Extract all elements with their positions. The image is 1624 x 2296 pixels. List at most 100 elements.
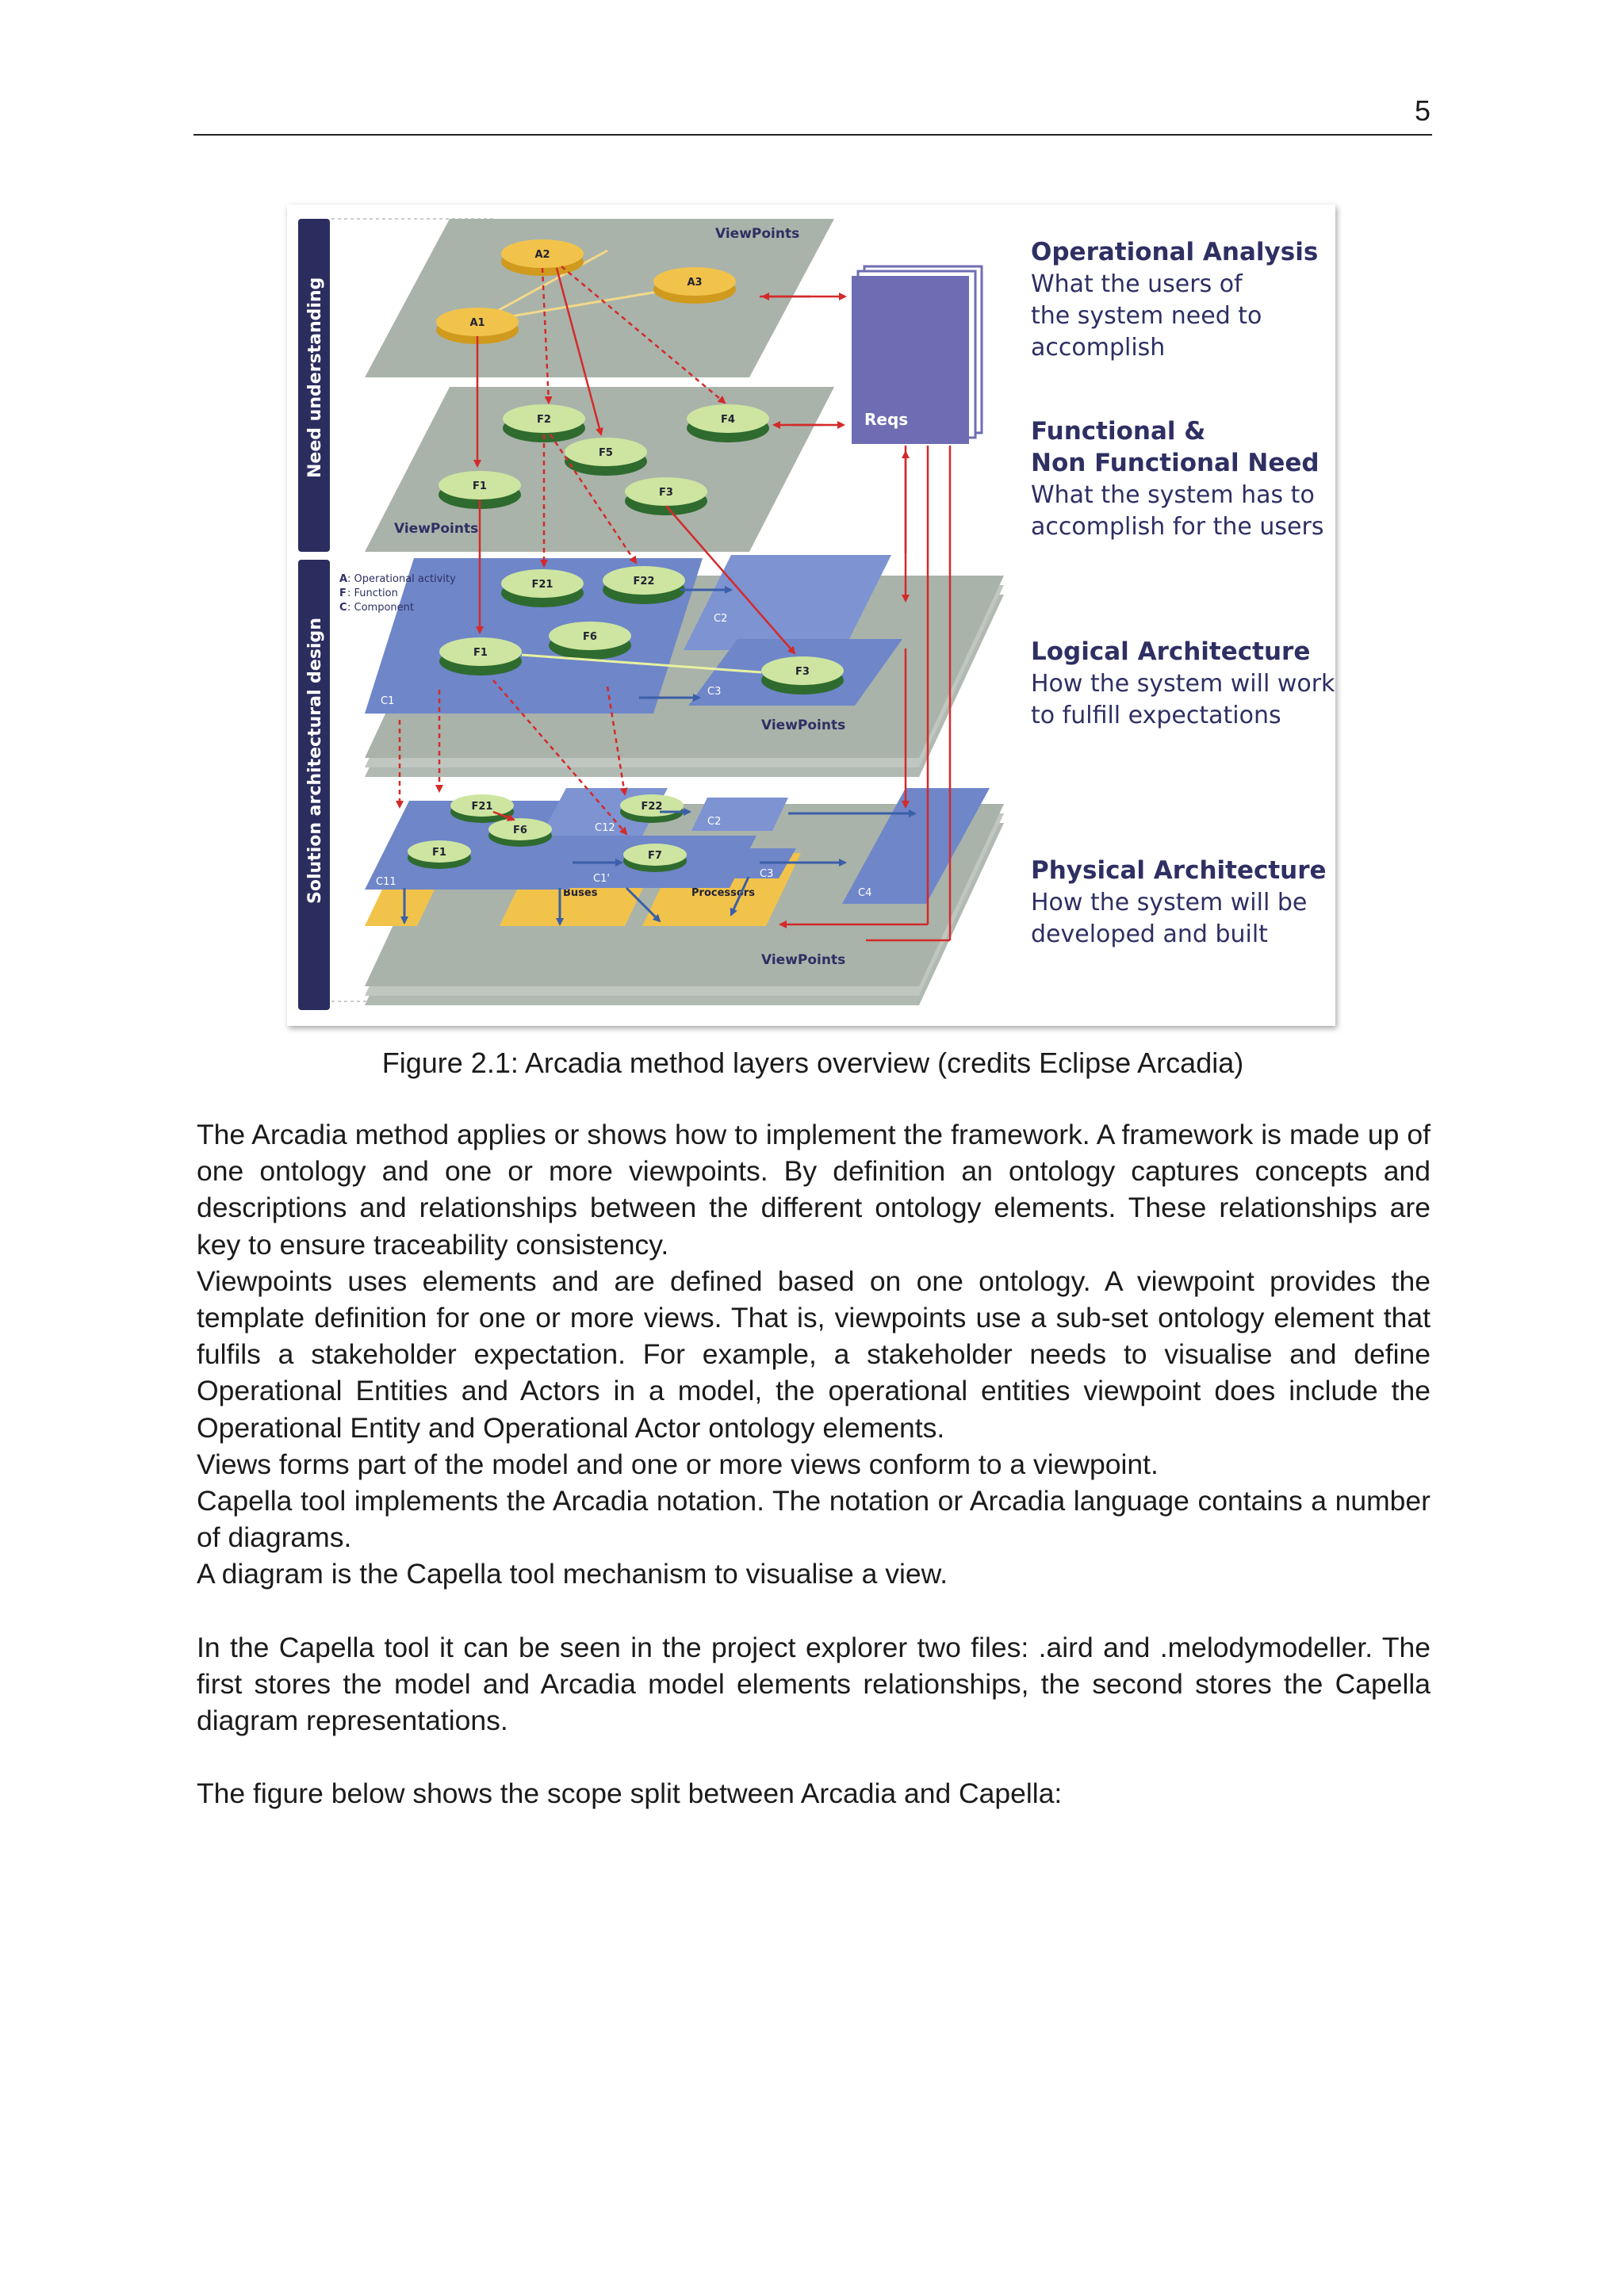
paragraph-diagram: A diagram is the Capella tool mechanism … (197, 1558, 948, 1590)
component-C2p (691, 798, 788, 831)
legend-text-c: : Component (347, 602, 414, 614)
node-F4: F4 (687, 404, 769, 442)
svg-text:Physical Architecture: Physical Architecture (1031, 856, 1327, 885)
svg-text:A1: A1 (469, 317, 485, 329)
label-C1prime: C1' (593, 873, 610, 885)
label-processors: Processors (691, 887, 755, 899)
svg-text:F22: F22 (634, 576, 655, 587)
svg-text:accomplish for the users: accomplish for the users (1031, 513, 1323, 541)
svg-text:A2: A2 (534, 249, 550, 261)
node-F1: F1 (439, 471, 521, 509)
paragraph-viewpoints: Viewpoints uses elements and are defined… (197, 1265, 1431, 1444)
svg-text:Non Functional Need: Non Functional Need (1031, 449, 1320, 477)
svg-text:F2: F2 (537, 414, 551, 426)
svg-text:accomplish: accomplish (1031, 334, 1165, 362)
svg-text:F1: F1 (473, 647, 488, 659)
paragraph-files: In the Capella tool it can be seen in th… (197, 1631, 1431, 1737)
node-P-F7: F7 (623, 844, 687, 872)
svg-text:Operational Analysis: Operational Analysis (1031, 238, 1318, 266)
label-C3: C3 (707, 686, 721, 698)
label-C2-phys: C2 (707, 816, 721, 828)
legend-text-a: : Operational activity (347, 573, 456, 585)
svg-text:F3: F3 (795, 666, 810, 678)
viewpoints-label-2: ViewPoints (394, 521, 478, 537)
svg-text:F21: F21 (532, 579, 553, 591)
legend-text-f: : Function (347, 587, 398, 599)
label-C3-phys: C3 (760, 868, 773, 880)
svg-text:How the system will be: How the system will be (1031, 889, 1307, 916)
component-C3p (710, 848, 796, 878)
need-understanding-label: Need understanding (305, 277, 325, 478)
legend-key-c: C (339, 602, 347, 614)
svg-text:F6: F6 (583, 631, 597, 643)
paragraph-capella-notation: Capella tool implements the Arcadia nota… (197, 1485, 1431, 1554)
paragraph-figure-intro: The figure below shows the scope split b… (197, 1777, 1063, 1810)
node-L-F3: F3 (761, 656, 844, 695)
layer-operational-analysis: Operational Analysis What the users of t… (1031, 238, 1318, 362)
trace-arrows (396, 266, 952, 942)
svg-text:Functional &: Functional & (1031, 417, 1205, 446)
layer-logical-architecture: Logical Architecture How the system will… (1031, 637, 1335, 729)
reqs-label: Reqs (864, 410, 908, 429)
svg-text:F5: F5 (599, 447, 613, 459)
label-C11: C11 (376, 876, 396, 888)
figure-caption: Figure 2.1: Arcadia method layers overvi… (381, 1047, 1244, 1079)
node-A2: A2 (501, 239, 584, 276)
svg-text:A3: A3 (687, 277, 702, 289)
flow-arrows (400, 586, 917, 926)
node-P-F1: F1 (408, 840, 471, 869)
node-P-F6: F6 (488, 818, 552, 847)
svg-text:What the users of: What the users of (1031, 270, 1243, 298)
node-L-F21: F21 (501, 569, 584, 607)
svg-text:developed and built: developed and built (1031, 920, 1268, 948)
label-C2: C2 (714, 613, 727, 625)
svg-text:F21: F21 (472, 801, 493, 813)
viewpoints-label-1: ViewPoints (715, 226, 799, 242)
arcadia-diagram: Need understanding Solution architectura… (298, 218, 1335, 1010)
svg-text:What the system has to: What the system has to (1031, 481, 1315, 509)
layer-physical-architecture: Physical Architecture How the system wil… (1031, 856, 1327, 948)
body-text: The Arcadia method applies or shows how … (197, 1116, 1431, 1812)
legend-key-a: A (339, 573, 347, 585)
label-C4: C4 (858, 887, 871, 899)
svg-text:the system need to: the system need to (1031, 302, 1262, 330)
operational-plane (365, 219, 834, 377)
arcadia-layers-figure: Need understanding Solution architectura… (287, 205, 1335, 1026)
svg-text:F22: F22 (642, 801, 663, 813)
node-P-F22: F22 (620, 794, 684, 823)
need-understanding-bar (298, 219, 330, 552)
node-L-F22: F22 (603, 566, 685, 604)
svg-text:F1: F1 (473, 480, 487, 492)
component-C2 (684, 555, 891, 650)
node-L-F1: F1 (439, 637, 522, 675)
node-A1: A1 (436, 308, 519, 344)
svg-text:F3: F3 (659, 487, 673, 499)
svg-text:F7: F7 (648, 850, 662, 862)
node-L-F6: F6 (549, 622, 631, 660)
node-F2: F2 (503, 404, 585, 442)
label-C12: C12 (595, 822, 615, 834)
paragraph-framework: The Arcadia method applies or shows how … (197, 1119, 1431, 1261)
svg-text:How the system will work: How the system will work (1031, 670, 1335, 698)
svg-text:F6: F6 (513, 825, 527, 836)
node-F3: F3 (625, 477, 707, 515)
page-number: 5 (1414, 94, 1431, 127)
label-C1: C1 (381, 695, 394, 707)
header-rule (193, 134, 1432, 136)
solution-design-bar (298, 560, 330, 1010)
solution-design-label: Solution architectural design (305, 618, 325, 904)
node-P-F21: F21 (450, 794, 514, 823)
reqs-stack: Reqs (852, 265, 983, 444)
node-F5: F5 (565, 438, 647, 476)
legend-key-f: F (339, 587, 347, 599)
svg-text:to fulfill expectations: to fulfill expectations (1031, 702, 1281, 729)
layer-functional-need: Functional & Non Functional Need What th… (1031, 417, 1323, 541)
viewpoints-label-3: ViewPoints (761, 718, 845, 733)
component-C4 (842, 788, 990, 904)
viewpoints-label-4: ViewPoints (761, 952, 845, 968)
svg-text:F1: F1 (432, 847, 446, 859)
svg-text:F4: F4 (721, 414, 735, 426)
paragraph-views: Views forms part of the model and one or… (197, 1448, 1159, 1480)
svg-text:Logical Architecture: Logical Architecture (1031, 637, 1310, 666)
node-A3: A3 (653, 267, 736, 304)
